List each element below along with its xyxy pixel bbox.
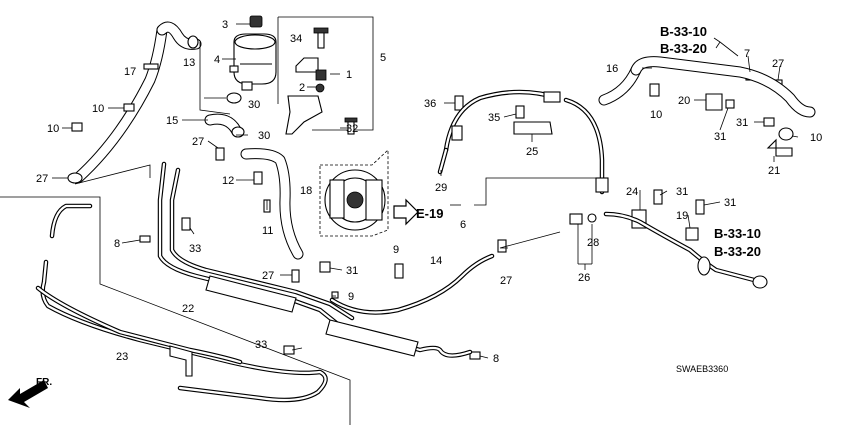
callout-24: 24 <box>626 186 638 198</box>
power-steering-pump <box>319 149 389 237</box>
front-label: FR. <box>36 377 52 388</box>
callout-15: 15 <box>166 115 178 127</box>
callout-19: 19 <box>676 210 688 222</box>
hose-6 <box>437 89 561 175</box>
callout-26: 26 <box>578 272 590 284</box>
ref-right-2: B-33-20 <box>714 244 761 259</box>
callout-6: 6 <box>460 219 466 231</box>
pump-ref-label: E-19 <box>416 206 443 221</box>
callout-32: 32 <box>346 123 358 135</box>
callout-7: 7 <box>744 48 750 60</box>
cooler-pipe-23 <box>35 203 328 403</box>
reference-labels: B-33-10 B-33-20 B-33-10 B-33-20 E-19 SWA… <box>36 24 761 388</box>
callout-35: 35 <box>488 112 500 124</box>
callout-31-a: 31 <box>346 265 358 277</box>
callout-30-a: 30 <box>248 99 260 111</box>
callout-8-a: 8 <box>114 238 120 250</box>
callout-27-e: 27 <box>772 58 784 70</box>
callout-33-a: 33 <box>189 243 201 255</box>
callout-20: 20 <box>678 95 690 107</box>
callout-10-d: 10 <box>810 132 822 144</box>
callout-33-b: 33 <box>255 339 267 351</box>
callout-29: 29 <box>435 182 447 194</box>
pump-ref-arrow <box>393 198 419 226</box>
callout-9-b: 9 <box>348 291 354 303</box>
callout-13: 13 <box>183 57 195 69</box>
region-outlines <box>0 42 351 425</box>
callout-27-c: 27 <box>262 270 274 282</box>
callout-5: 5 <box>380 52 386 64</box>
callout-10-a: 10 <box>92 103 104 115</box>
callout-34: 34 <box>290 33 302 45</box>
reservoir-assembly <box>226 15 277 104</box>
callout-18: 18 <box>300 185 312 197</box>
callout-12: 12 <box>222 175 234 187</box>
hose-15 <box>204 113 245 138</box>
callout-10-b: 10 <box>47 123 59 135</box>
callout-28: 28 <box>587 237 599 249</box>
ref-top-1: B-33-10 <box>660 24 707 39</box>
ref-right-1: B-33-10 <box>714 226 761 241</box>
callout-16: 16 <box>606 63 618 75</box>
callout-27-d: 27 <box>500 275 512 287</box>
callout-14: 14 <box>430 255 442 267</box>
callout-8-b: 8 <box>493 353 499 365</box>
callout-2: 2 <box>299 82 305 94</box>
callout-27-b: 27 <box>36 173 48 185</box>
cooler-pipe-22 <box>157 161 473 358</box>
callout-22: 22 <box>182 303 194 315</box>
hose-lower-right <box>603 211 768 289</box>
leader-lines <box>52 23 799 359</box>
callout-31-e: 31 <box>724 197 736 209</box>
hose-16 <box>630 56 816 118</box>
ref-arrow-top <box>713 37 739 57</box>
pipe-14 <box>329 253 495 315</box>
bracket-group <box>277 16 374 135</box>
callout-25: 25 <box>526 146 538 158</box>
callout-17: 17 <box>124 66 136 78</box>
front-arrow <box>8 380 48 408</box>
callout-31-b: 31 <box>714 131 726 143</box>
callout-labels: 3 4 5 34 1 2 13 17 10 10 30 30 15 27 32 … <box>36 19 822 365</box>
callout-23: 23 <box>116 351 128 363</box>
diagram-code: SWAEB3360 <box>676 364 728 374</box>
ref-top-2: B-33-20 <box>660 41 707 56</box>
callout-9-a: 9 <box>393 244 399 256</box>
hose-18 <box>240 148 304 260</box>
callout-11: 11 <box>262 225 273 237</box>
callout-3: 3 <box>222 19 228 31</box>
callout-31-d: 31 <box>676 186 688 198</box>
callout-1: 1 <box>346 69 352 81</box>
callout-4: 4 <box>214 54 220 66</box>
hose-return <box>563 64 642 195</box>
callout-10-c: 10 <box>650 109 662 121</box>
hose-17 <box>67 21 202 184</box>
callout-36: 36 <box>424 98 436 110</box>
callout-27-a: 27 <box>192 136 204 148</box>
callout-21: 21 <box>768 165 780 177</box>
callout-31-c: 31 <box>736 117 748 129</box>
callout-30-b: 30 <box>258 130 270 142</box>
